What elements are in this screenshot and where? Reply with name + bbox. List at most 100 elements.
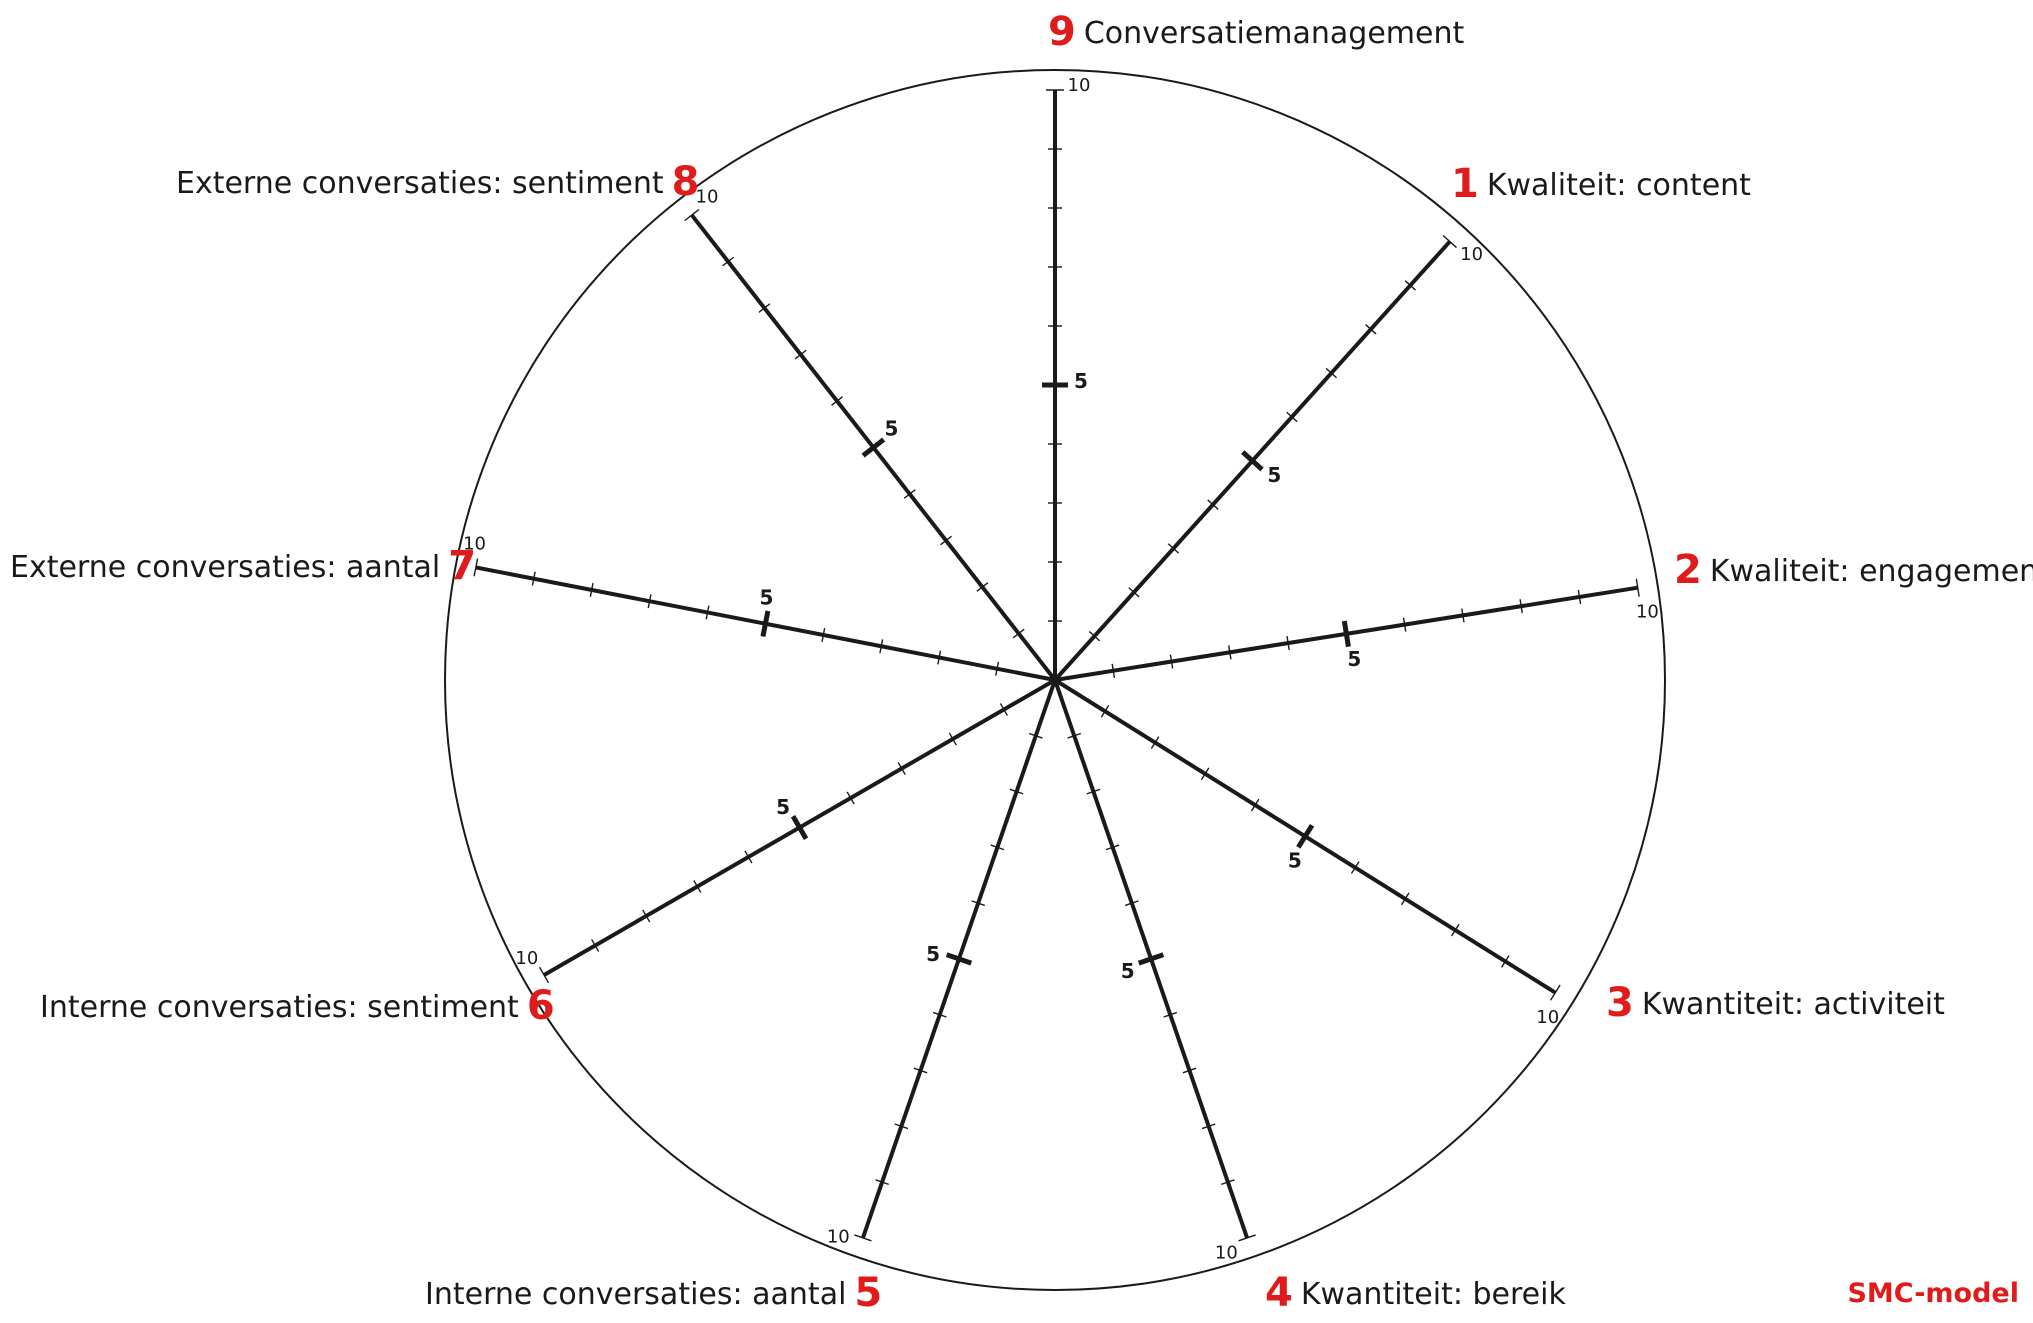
tick-6-4 <box>846 791 855 805</box>
scale-label-10-axis-7: 10 <box>463 534 486 555</box>
tick-4-2 <box>1086 788 1101 795</box>
axis-number-4: 4 <box>1265 1270 1293 1316</box>
tick-4-6 <box>1163 1011 1178 1018</box>
tick-6-6 <box>744 850 753 864</box>
tick-3-6 <box>1350 861 1360 874</box>
axis-number-6: 6 <box>526 983 555 1029</box>
axis-text-4: Kwantiteit: bereik <box>1300 1277 1566 1312</box>
tick-8-9 <box>722 256 735 267</box>
axis-number-2: 2 <box>1674 547 1702 593</box>
scale-label-5-axis-4: 5 <box>1121 959 1135 983</box>
outer-circle <box>444 69 1666 1291</box>
scale-label-10-axis-9: 10 <box>1068 75 1091 96</box>
scale-label-10-axis-1: 10 <box>1460 244 1483 265</box>
tick-3-9 <box>1501 955 1510 968</box>
axis-number-1: 1 <box>1451 161 1479 207</box>
tick-1-1 <box>1088 630 1101 642</box>
tick-6-8 <box>642 909 651 923</box>
scale-label-5-axis-8: 5 <box>884 416 898 440</box>
axis-number-8: 8 <box>671 159 700 205</box>
tick-3-10 <box>1549 984 1561 1001</box>
scale-label-5-axis-2: 5 <box>1347 647 1361 671</box>
scale-label-10-axis-2: 10 <box>1636 601 1659 622</box>
tick-3-1 <box>1100 704 1110 718</box>
model-title: SMC-model <box>1847 1278 2019 1309</box>
tick-4-3 <box>1105 844 1120 851</box>
tick-2-4 <box>1286 636 1290 651</box>
tick-5-1 <box>1028 732 1043 739</box>
tick-1-2 <box>1128 587 1140 598</box>
scale-label-5-axis-9: 5 <box>1074 369 1088 393</box>
axis-text-7: Externe conversaties: aantal <box>10 550 441 585</box>
tick-5-6 <box>932 1011 947 1018</box>
tick-4-7 <box>1182 1067 1197 1074</box>
tick-2-1 <box>1111 663 1116 678</box>
axis-number-7: 7 <box>448 543 477 589</box>
axis-text-3: Kwantiteit: activiteit <box>1641 987 1945 1022</box>
tick-8-2 <box>976 582 989 592</box>
tick-8-4 <box>903 489 916 499</box>
scale-label-10-axis-3: 10 <box>1536 1007 1559 1028</box>
tick-1-10 <box>1442 235 1457 249</box>
tick-3-3 <box>1200 767 1210 781</box>
tick-7-10 <box>473 558 479 577</box>
scale-label-5-axis-6: 5 <box>776 795 790 819</box>
tick-2-10 <box>1635 578 1640 597</box>
mid-tick-2-5 <box>1341 620 1351 648</box>
tick-1-4 <box>1207 499 1219 510</box>
tick-7-7 <box>647 594 652 609</box>
tick-8-10 <box>684 208 700 222</box>
tick-7-4 <box>821 627 826 642</box>
tick-1-3 <box>1167 543 1180 554</box>
tick-4-9 <box>1221 1179 1235 1186</box>
tick-5-2 <box>1009 788 1024 795</box>
tick-3-8 <box>1450 923 1460 937</box>
tick-5-10 <box>854 1234 872 1242</box>
axis-text-2: Kwaliteit: engagement <box>1709 554 2033 589</box>
tick-5-8 <box>894 1123 909 1130</box>
mid-tick-1-5 <box>1241 450 1264 472</box>
scale-label-5-axis-3: 5 <box>1288 848 1302 872</box>
tick-4-4 <box>1124 900 1139 907</box>
scale-label-10-axis-6: 10 <box>515 948 538 969</box>
scale-label-10-axis-4: 10 <box>1215 1242 1238 1263</box>
axis-text-1: Kwaliteit: content <box>1486 168 1751 203</box>
scale-label-5-axis-1: 5 <box>1267 463 1281 487</box>
tick-6-9 <box>591 939 600 952</box>
tick-8-1 <box>1012 628 1025 639</box>
mid-tick-6-5 <box>790 814 809 841</box>
tick-5-4 <box>971 900 986 907</box>
tick-2-7 <box>1461 608 1465 623</box>
tick-5-7 <box>913 1067 928 1074</box>
axis-text-8: Externe conversaties: sentiment <box>176 166 664 201</box>
mid-tick-4-5 <box>1137 952 1165 966</box>
tick-6-1 <box>999 703 1009 716</box>
tick-2-3 <box>1228 645 1232 660</box>
tick-1-8 <box>1365 324 1377 335</box>
tick-7-2 <box>937 650 942 665</box>
tick-6-10 <box>538 966 550 984</box>
mid-tick-5-5 <box>945 952 973 966</box>
mid-tick-3-5 <box>1296 823 1315 849</box>
tick-6-7 <box>693 880 702 893</box>
axis-text-9: Conversatiemanagement <box>1083 16 1465 51</box>
axis-number-9: 9 <box>1048 9 1076 55</box>
tick-7-9 <box>531 571 536 586</box>
tick-6-2 <box>948 732 957 746</box>
scale-label-10-axis-8: 10 <box>696 187 719 208</box>
tick-5-3 <box>990 844 1005 851</box>
mid-tick-8-5 <box>861 437 886 458</box>
axis-text-5: Interne conversaties: aantal <box>425 1277 847 1312</box>
tick-4-8 <box>1201 1123 1216 1130</box>
tick-3-2 <box>1150 736 1160 749</box>
tick-2-9 <box>1577 589 1582 604</box>
scale-label-5-axis-5: 5 <box>926 942 940 966</box>
